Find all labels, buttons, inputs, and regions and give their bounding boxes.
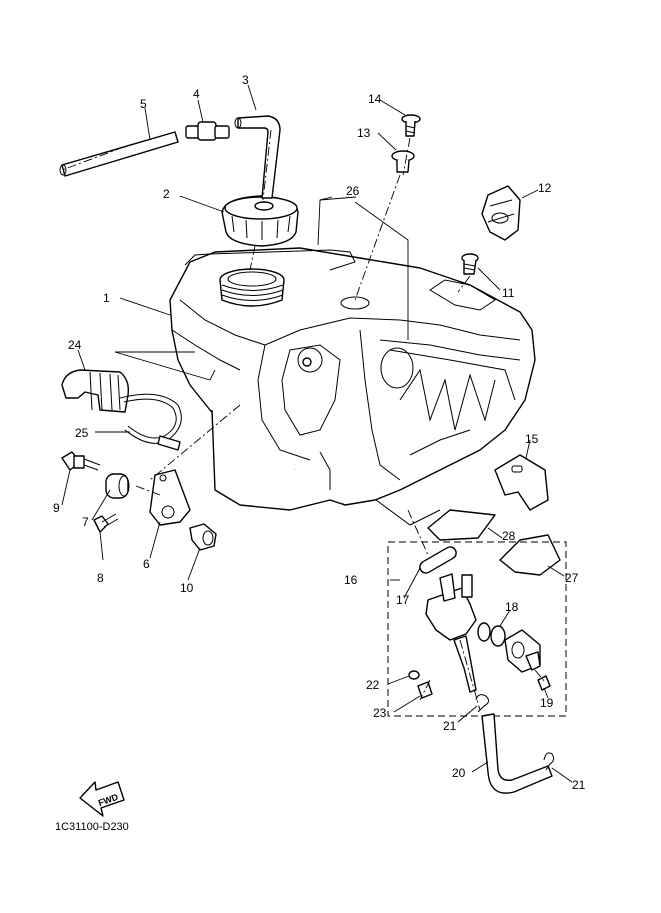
callout-24: 24 xyxy=(68,338,82,352)
washer-22 xyxy=(408,670,420,680)
filler-neck xyxy=(219,268,285,307)
callout-3: 3 xyxy=(242,73,249,87)
callout-9: 9 xyxy=(53,501,60,515)
screw-19 xyxy=(537,675,551,691)
tank-band xyxy=(119,393,182,451)
callout-8: 8 xyxy=(97,571,104,585)
callout-labels: 1 2 3 4 5 6 7 8 9 10 11 12 13 14 15 16 1… xyxy=(53,73,586,792)
callout-23: 23 xyxy=(373,706,387,720)
cover-27 xyxy=(499,534,561,576)
callout-7: 7 xyxy=(82,515,89,529)
screw-23 xyxy=(417,681,433,699)
callout-27: 27 xyxy=(565,571,579,585)
forward-arrow-icon: FWD xyxy=(79,781,125,817)
drawing-code: 1C31100-D230 xyxy=(55,821,129,833)
callout-4: 4 xyxy=(193,87,200,101)
callout-1: 1 xyxy=(103,291,110,305)
callout-26: 26 xyxy=(346,184,360,198)
callout-6: 6 xyxy=(143,557,150,571)
callout-5: 5 xyxy=(140,97,147,111)
clip-12 xyxy=(481,185,521,241)
leader-lines xyxy=(61,84,573,783)
rubber-damper xyxy=(105,473,130,499)
vent-hose xyxy=(59,131,179,177)
damper xyxy=(61,369,130,413)
breather-hose xyxy=(234,115,281,199)
fuel-cock-assembly-box xyxy=(387,541,567,717)
fuel-tank xyxy=(169,247,536,526)
o-ring-18 xyxy=(490,625,506,647)
alignment-lines xyxy=(61,129,546,711)
hose-joint xyxy=(185,121,230,141)
callout-22: 22 xyxy=(366,678,380,692)
callout-28: 28 xyxy=(502,529,516,543)
callout-17: 17 xyxy=(396,593,410,607)
callout-2: 2 xyxy=(163,187,170,201)
pad-28 xyxy=(427,509,496,541)
callout-21-upper: 21 xyxy=(443,719,457,733)
callout-13: 13 xyxy=(357,126,371,140)
callout-11: 11 xyxy=(502,286,515,300)
collar-13 xyxy=(391,150,415,173)
screw-14 xyxy=(401,114,421,137)
clip-21-lower xyxy=(543,752,555,771)
screw-11 xyxy=(461,253,479,275)
fuel-cock xyxy=(419,546,541,693)
callout-16: 16 xyxy=(344,573,358,587)
fuel-cap xyxy=(221,195,299,247)
callout-12: 12 xyxy=(538,181,552,195)
bracket xyxy=(149,469,191,526)
bolt-8 xyxy=(93,513,119,533)
callout-19: 19 xyxy=(540,696,554,710)
fuel-hose xyxy=(481,713,553,794)
callout-15: 15 xyxy=(525,432,539,446)
callout-18: 18 xyxy=(505,600,519,614)
callout-20: 20 xyxy=(452,766,466,780)
callout-21-lower: 21 xyxy=(572,778,586,792)
collar xyxy=(189,523,217,551)
callout-25: 25 xyxy=(75,426,89,440)
callout-14: 14 xyxy=(368,92,382,106)
bracket-15 xyxy=(494,454,549,511)
clip-21-upper xyxy=(475,694,490,713)
bolt-9 xyxy=(61,451,101,471)
callout-10: 10 xyxy=(180,581,194,595)
